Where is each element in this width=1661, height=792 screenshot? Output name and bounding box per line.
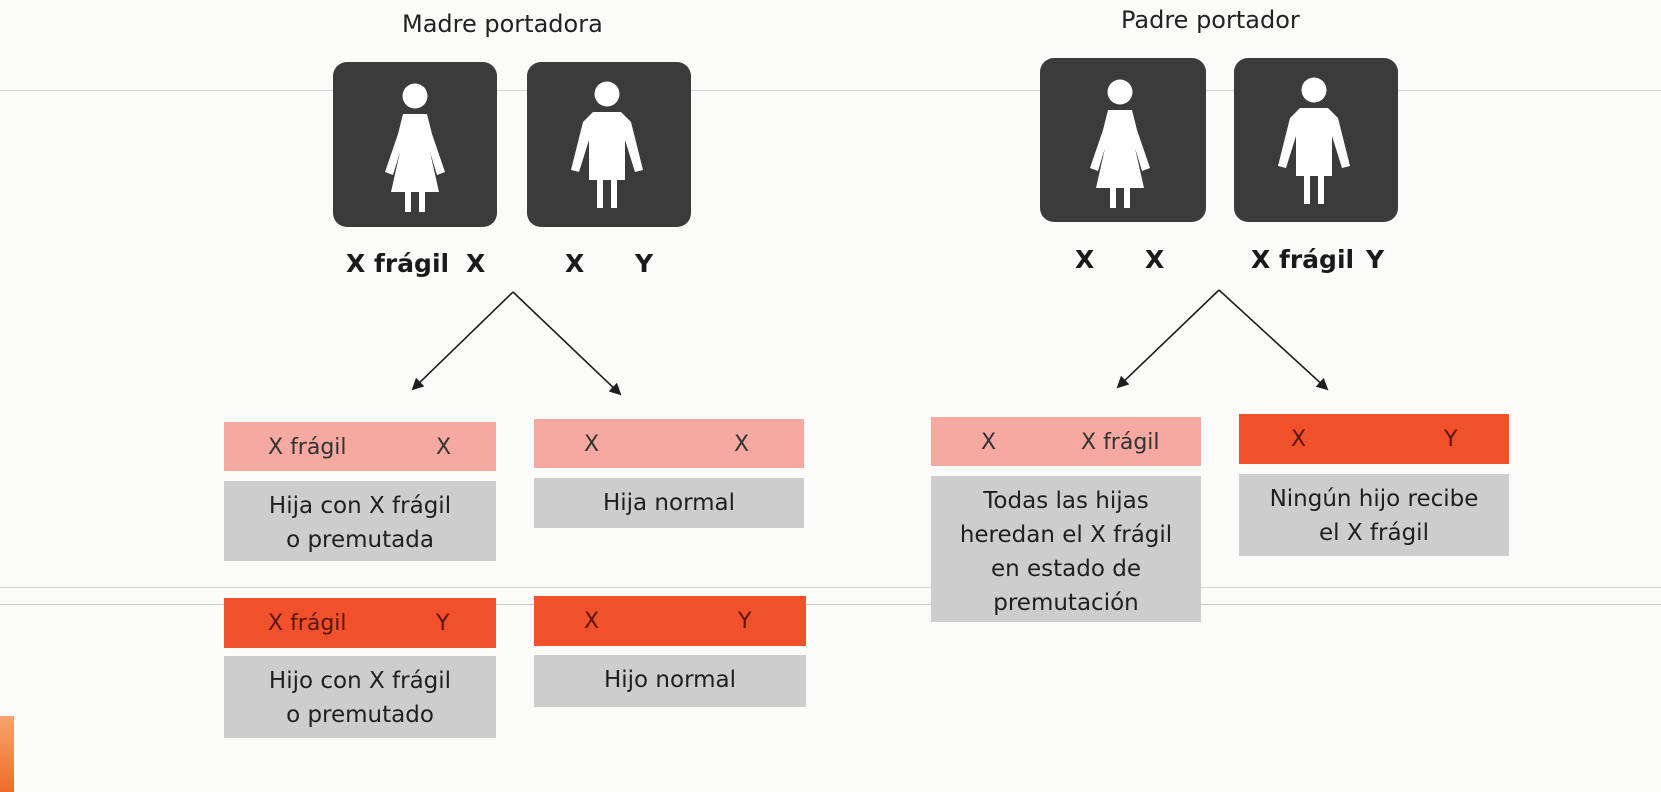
genotype-allele-2: Y	[738, 609, 752, 634]
offspring-description: Hija normal	[534, 478, 804, 528]
mother-allele-1: X frágil	[346, 249, 450, 278]
father-tile	[1234, 58, 1398, 222]
scan-line-bottom	[0, 604, 1661, 605]
father-allele-1: X frágil	[1251, 245, 1355, 274]
mother-allele-2: X	[1145, 245, 1165, 274]
genotype-allele-2: Y	[1444, 427, 1458, 452]
offspring-description: Todas las hijas heredan el X frágil en e…	[931, 476, 1201, 622]
father-tile	[527, 62, 691, 227]
scan-line-top	[0, 90, 1661, 91]
female-figure-icon	[385, 83, 445, 212]
genotype-allele-2: X	[436, 435, 452, 460]
arrow-left-to-daughters	[411, 291, 514, 391]
arrow-left-to-sons	[512, 291, 622, 396]
father-allele-1: X	[565, 249, 585, 278]
genotype-bar: X X frágil	[931, 417, 1201, 466]
mother-tile	[1040, 58, 1206, 222]
accent-strip	[0, 716, 14, 792]
arrow-right-to-sons	[1218, 289, 1329, 391]
offspring-description: Hija con X frágil o premutada	[224, 481, 496, 561]
offspring-description: Hijo normal	[534, 655, 806, 707]
genotype-bar: X X	[534, 419, 804, 468]
female-figure-icon	[1090, 79, 1150, 208]
genotype-bar: X frágil X	[224, 422, 496, 471]
genotype-bar: X Y	[1239, 414, 1509, 464]
mother-allele-1: X	[1075, 245, 1095, 274]
genotype-allele-1: X	[584, 609, 600, 634]
offspring-description: Hijo con X frágil o premutado	[224, 656, 496, 738]
male-figure-icon	[1278, 77, 1350, 204]
mother-tile	[333, 62, 497, 227]
panel-title: Madre portadora	[402, 10, 603, 38]
genotype-allele-2: Y	[436, 611, 450, 636]
panel-title: Padre portador	[1121, 6, 1300, 34]
mother-allele-2: X	[466, 249, 486, 278]
genotype-allele-1: X	[1291, 427, 1307, 452]
genotype-allele-1: X frágil	[268, 611, 347, 636]
genotype-bar: X Y	[534, 596, 806, 646]
genotype-allele-2: X	[734, 432, 750, 457]
scan-line-middle	[0, 587, 1661, 588]
father-allele-2: Y	[635, 249, 654, 278]
genotype-allele-1: X	[584, 432, 600, 457]
genotype-allele-1: X frágil	[268, 435, 347, 460]
male-figure-icon	[571, 81, 643, 208]
arrow-right-to-daughters	[1116, 289, 1220, 389]
genotype-allele-1: X	[981, 430, 997, 455]
offspring-description: Ningún hijo recibe el X frágil	[1239, 474, 1509, 556]
genotype-bar: X frágil Y	[224, 598, 496, 648]
father-allele-2: Y	[1366, 245, 1385, 274]
genotype-allele-2: X frágil	[1081, 430, 1160, 455]
